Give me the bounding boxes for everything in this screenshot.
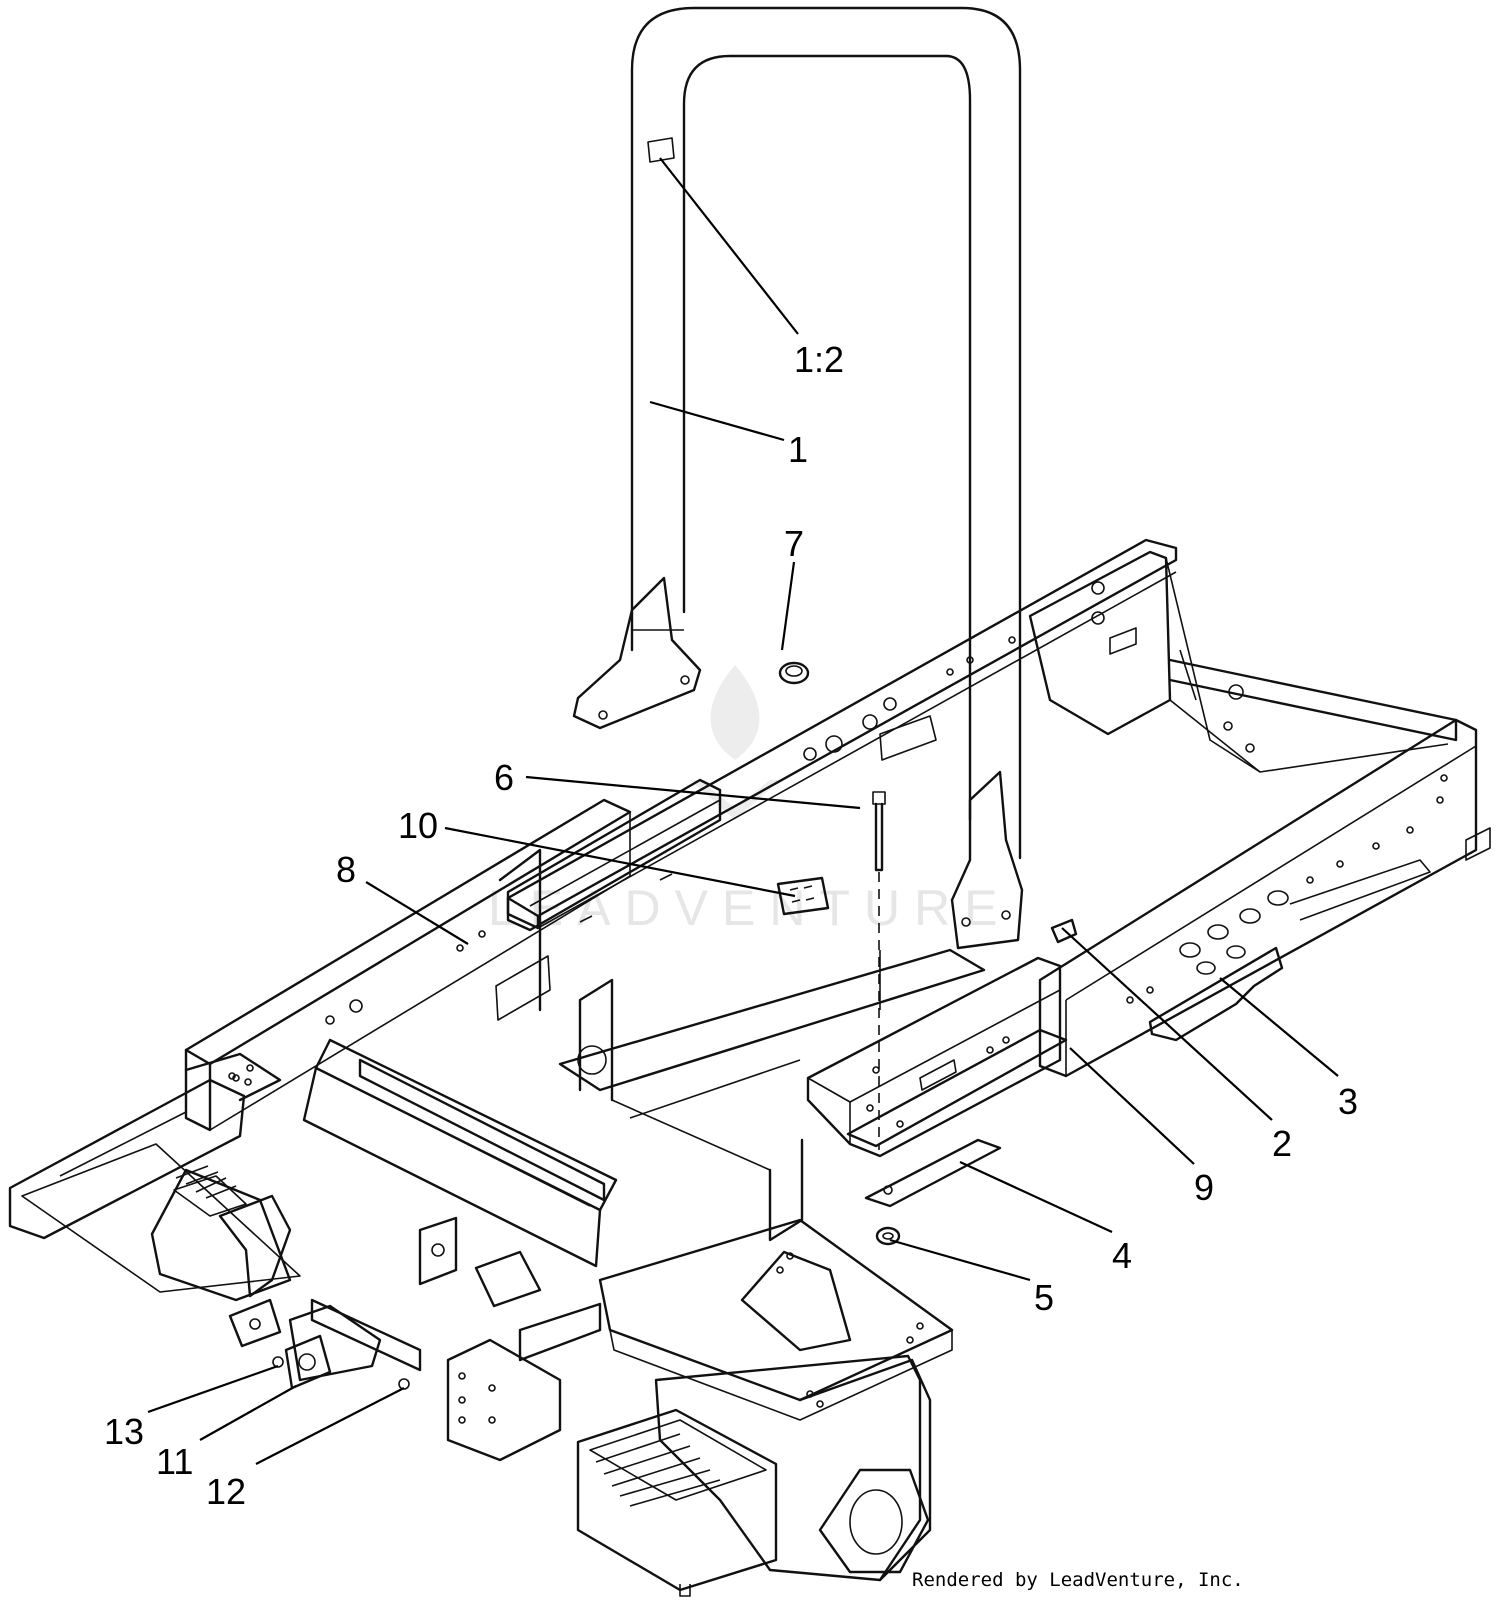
- bolt: [872, 791, 886, 1150]
- leader-13: [147, 1364, 279, 1414]
- leader-10: [444, 826, 796, 898]
- leader-8: [365, 881, 469, 945]
- callout-4[interactable]: 4: [1112, 1235, 1132, 1276]
- leader-1-2: [659, 157, 799, 335]
- watermark-logo: LEADVENTURE: [488, 665, 998, 936]
- callout-1-2[interactable]: 1:2: [794, 339, 844, 380]
- callout-12[interactable]: 12: [206, 1471, 246, 1512]
- leader-3: [1219, 977, 1339, 1077]
- leader-2: [1061, 927, 1273, 1121]
- leader-1: [649, 400, 785, 442]
- callout-5[interactable]: 5: [1034, 1277, 1054, 1318]
- leader-11: [199, 1385, 297, 1441]
- callout-3[interactable]: 3: [1338, 1081, 1358, 1122]
- callout-6[interactable]: 6: [494, 757, 514, 798]
- callouts: 1:2 1 7 6 10 8 3 2 9 4 5 13 11 12: [104, 339, 1358, 1512]
- callout-1[interactable]: 1: [788, 429, 808, 470]
- leader-9: [1069, 1047, 1195, 1165]
- callout-13[interactable]: 13: [104, 1411, 144, 1452]
- main-frame: [8, 538, 1491, 1597]
- leader-4: [959, 1161, 1113, 1233]
- leader-12: [255, 1387, 405, 1465]
- callout-8[interactable]: 8: [336, 849, 356, 890]
- leader-5: [889, 1238, 1031, 1282]
- callout-9[interactable]: 9: [1194, 1167, 1214, 1208]
- render-credit: Rendered by LeadVenture, Inc.: [912, 1569, 1244, 1591]
- plug-cap: [778, 661, 810, 685]
- lock-nut: [875, 1226, 901, 1246]
- hex-bolt: [1050, 918, 1078, 944]
- leader-6: [525, 775, 861, 810]
- callout-10[interactable]: 10: [398, 805, 438, 846]
- callout-11[interactable]: 11: [156, 1441, 193, 1482]
- leader-lines: [147, 157, 1339, 1465]
- callout-7[interactable]: 7: [784, 523, 804, 564]
- rops-roll-bar: [572, 6, 1024, 950]
- callout-2[interactable]: 2: [1272, 1123, 1292, 1164]
- leader-7: [780, 561, 796, 651]
- shim-plate: [864, 1138, 1002, 1208]
